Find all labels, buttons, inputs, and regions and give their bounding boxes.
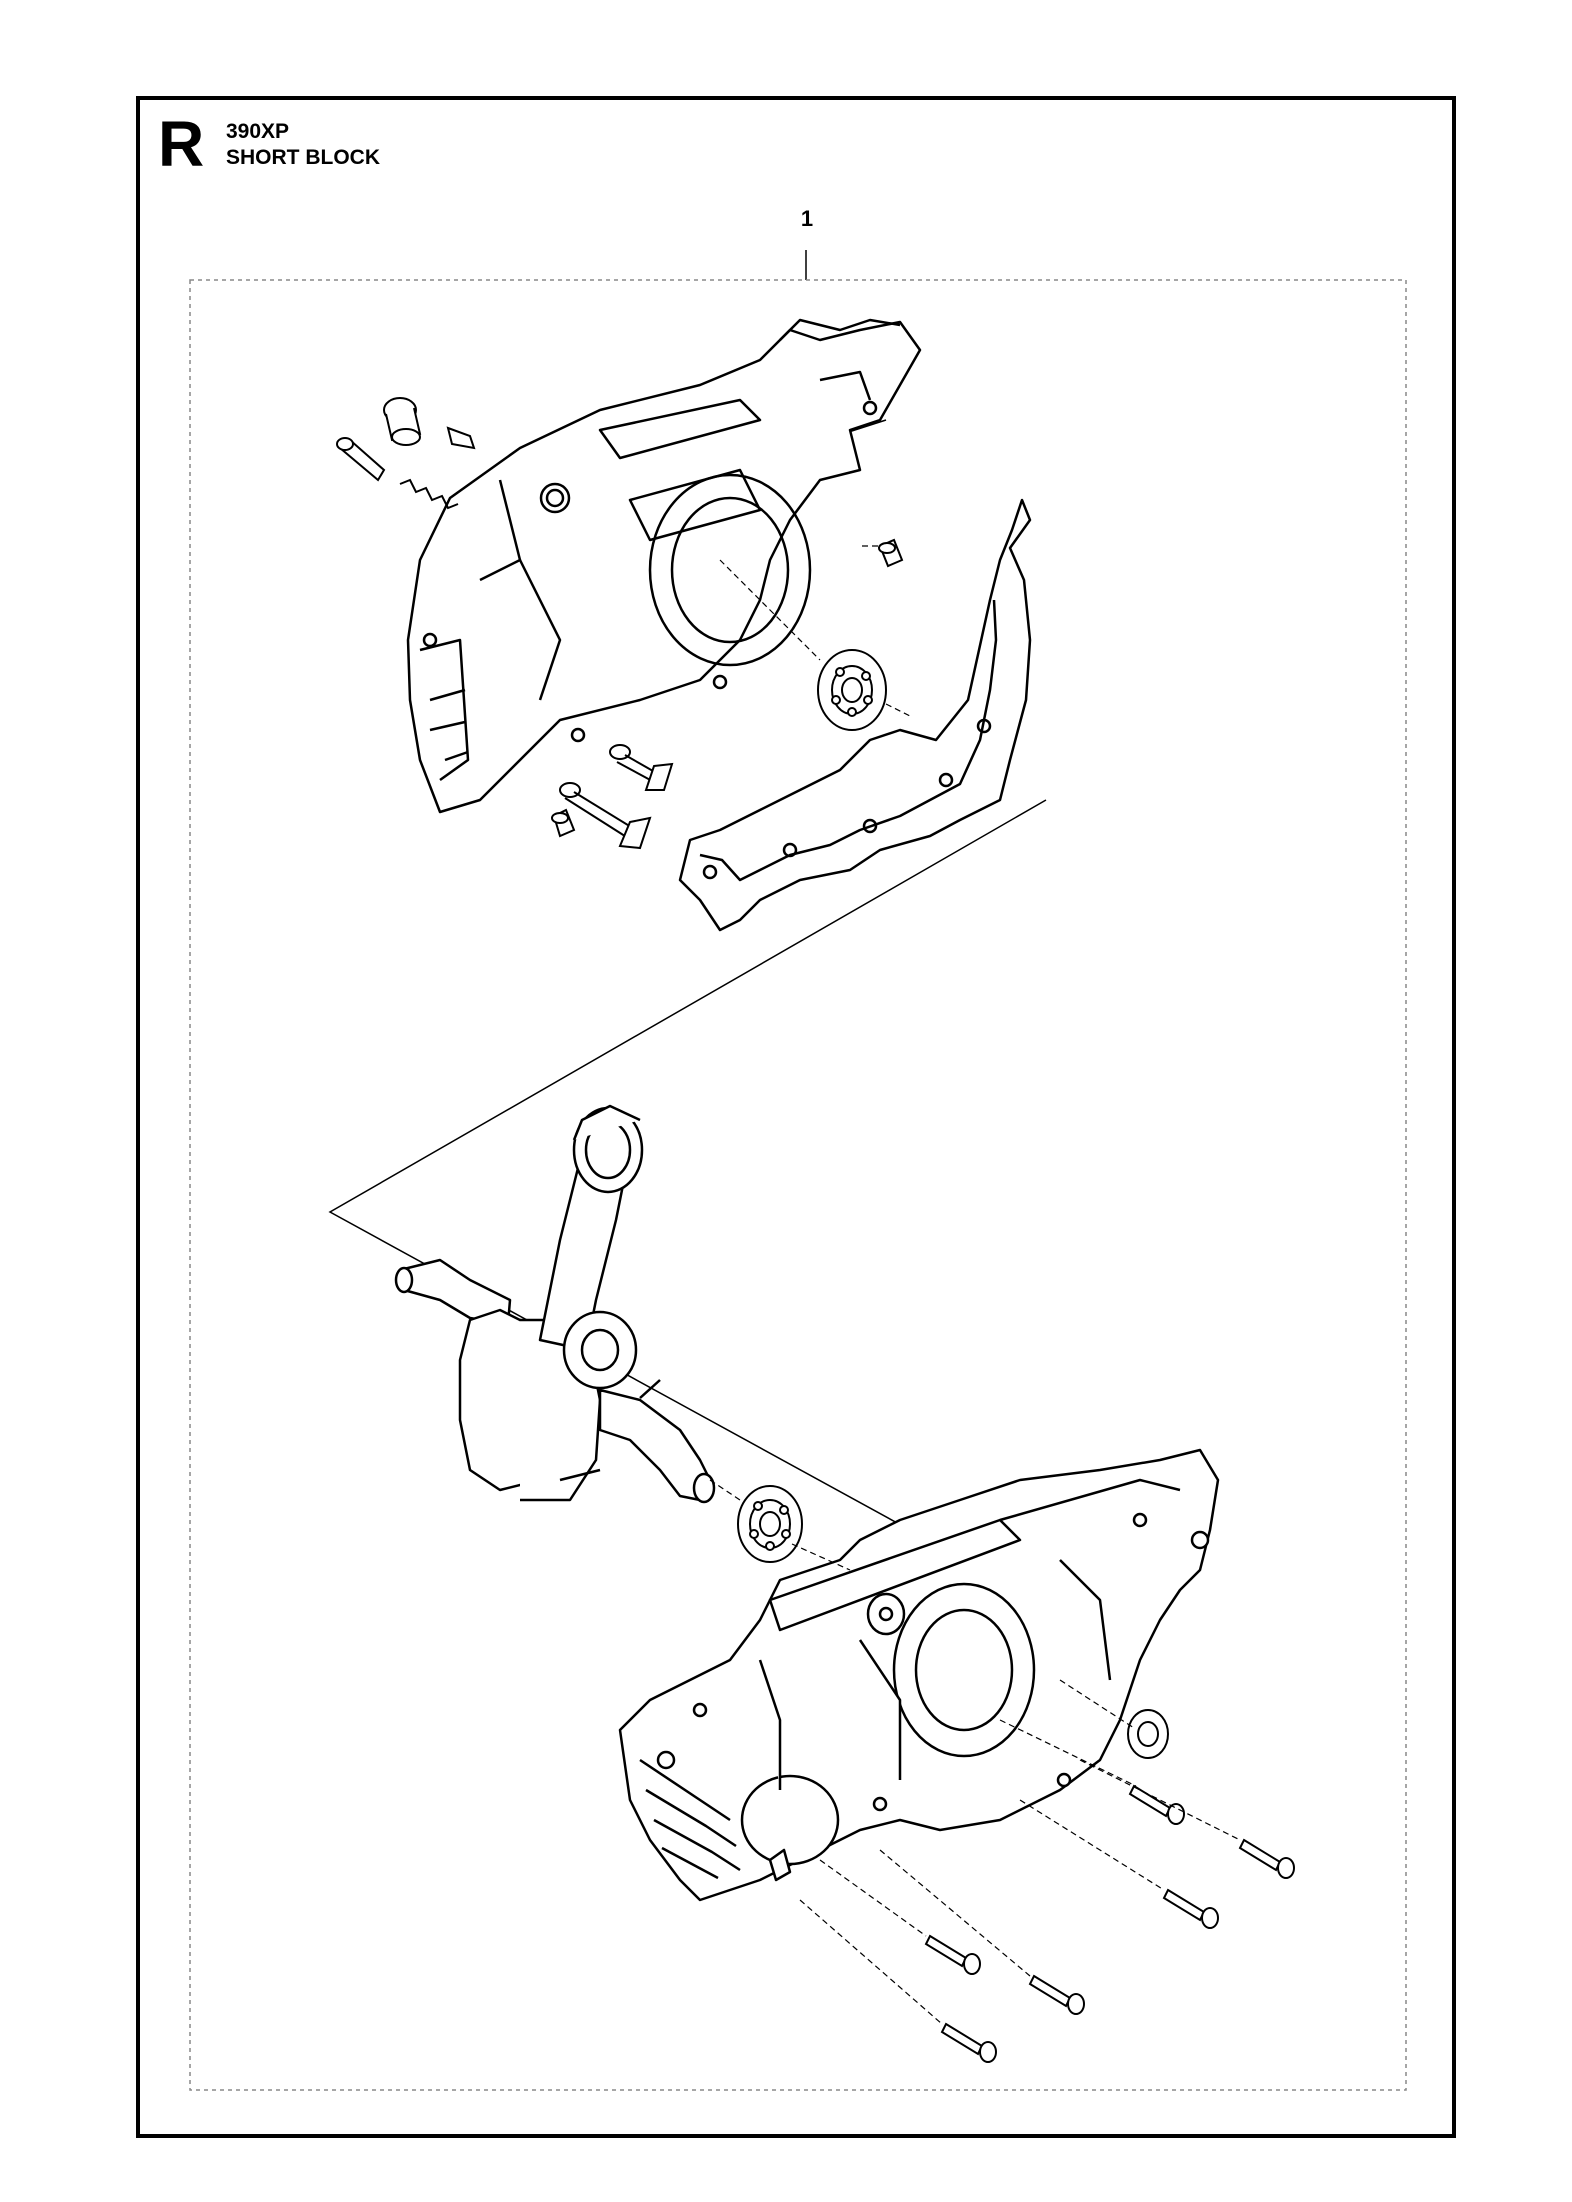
screw <box>1028 1974 1085 2015</box>
item-number-label: 1 <box>800 206 814 231</box>
screw <box>551 808 576 838</box>
screw <box>878 538 904 568</box>
crankcase-half-clutch-side <box>406 318 922 814</box>
main-bearing <box>737 1485 803 1563</box>
screw <box>1162 1888 1219 1929</box>
screw <box>609 744 674 791</box>
page-frame <box>136 96 1456 2138</box>
section-letter: R <box>158 108 205 180</box>
crankshaft-connecting-rod <box>394 1104 716 1504</box>
oil-seal <box>1127 1709 1169 1759</box>
assembly-title: SHORT BLOCK <box>226 146 380 169</box>
screw <box>559 782 652 850</box>
main-bearing <box>817 649 887 731</box>
crankcase-half-flywheel-side <box>618 1448 1220 1902</box>
model-name: 390XP <box>226 120 290 143</box>
oil-pump-plunger <box>336 437 386 482</box>
screw <box>940 2022 997 2063</box>
lower-bolts <box>924 1784 1295 2063</box>
screw <box>1128 1784 1185 1825</box>
upper-small-parts <box>336 397 904 850</box>
screw <box>924 1934 981 1975</box>
bushing <box>383 397 422 446</box>
nozzle <box>446 426 476 450</box>
fastener-assembly-lines <box>709 545 1241 2025</box>
kit-group-box <box>189 279 1407 2091</box>
crankcase-gasket <box>678 498 1032 932</box>
screw <box>1238 1838 1295 1879</box>
spring <box>399 478 459 510</box>
